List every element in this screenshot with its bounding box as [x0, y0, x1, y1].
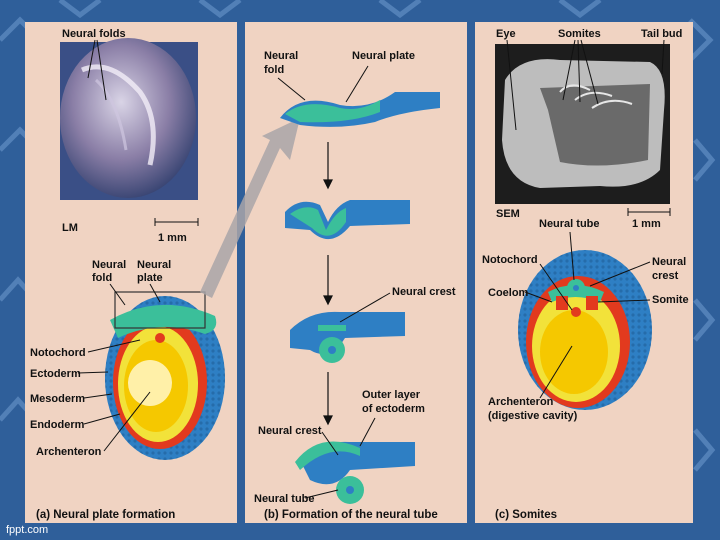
label-neural-crest-b-2: Neural crest: [258, 425, 322, 437]
label-archenteron-c-1: Archenteron: [488, 396, 554, 408]
label-neural-fold-b-2: fold: [264, 64, 285, 76]
label-archenteron-a: Archenteron: [36, 446, 102, 458]
label-neural-crest-b-1: Neural crest: [392, 286, 456, 298]
label-endoderm: Endoderm: [30, 419, 85, 431]
label-archenteron-c-2: (digestive cavity): [488, 410, 578, 422]
label-somites: Somites: [558, 28, 601, 40]
label-outer-layer-2: of ectoderm: [362, 403, 425, 415]
label-neural-plate-b: Neural plate: [352, 50, 415, 62]
label-neural-fold-b-1: Neural: [264, 50, 299, 62]
lm-micrograph: [60, 38, 198, 200]
caption-a: (a) Neural plate formation: [36, 509, 176, 521]
caption-c: (c) Somites: [495, 509, 557, 521]
label-scale-a: 1 mm: [158, 232, 187, 244]
label-ectoderm: Ectoderm: [30, 368, 81, 380]
label-lm: LM: [62, 222, 78, 234]
label-neural-fold-a-2: fold: [92, 272, 113, 284]
label-tail-bud: Tail bud: [641, 28, 683, 40]
label-eye: Eye: [496, 28, 516, 40]
label-coelom: Coelom: [488, 287, 529, 299]
label-neural-fold-a-1: Neural: [92, 259, 127, 271]
label-notochord-c: Notochord: [482, 254, 538, 266]
label-neural-crest-c-2: crest: [652, 270, 679, 282]
label-neural-crest-c-1: Neural: [652, 256, 687, 268]
embryo-cross-section-a: [105, 296, 225, 460]
footer-watermark: fppt.com: [6, 524, 49, 536]
label-neural-plate-a-1: Neural: [137, 259, 172, 271]
stage-1-neural-plate: [280, 92, 440, 127]
label-scale-c: 1 mm: [632, 218, 661, 230]
label-sem: SEM: [496, 208, 520, 220]
label-neural-folds: Neural folds: [62, 28, 126, 40]
stage-4-neural-tube: [295, 441, 415, 504]
label-neural-tube-c: Neural tube: [539, 218, 600, 230]
label-outer-layer-1: Outer layer: [362, 389, 421, 401]
sem-micrograph: [495, 44, 670, 204]
stage-3-neural-crest: [290, 311, 405, 363]
label-notochord-a: Notochord: [30, 347, 86, 359]
embryo-cross-section-c: [518, 250, 652, 410]
label-somite: Somite: [652, 294, 689, 306]
label-neural-tube-b: Neural tube: [254, 493, 315, 505]
stage-2-neural-groove: [285, 200, 410, 240]
label-mesoderm: Mesoderm: [30, 393, 86, 405]
label-neural-plate-a-2: plate: [137, 272, 163, 284]
caption-b: (b) Formation of the neural tube: [264, 509, 438, 521]
